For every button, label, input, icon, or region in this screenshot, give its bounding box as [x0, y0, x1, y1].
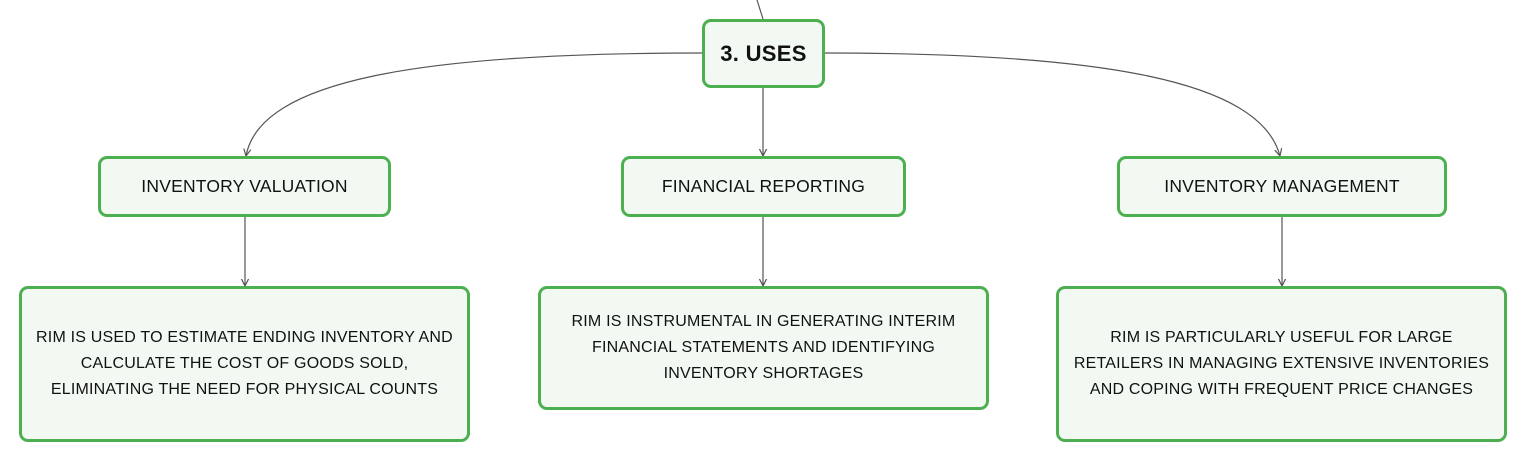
category-node-financial-reporting[interactable]: FINANCIAL REPORTING	[621, 156, 906, 217]
root-node[interactable]: 3. USES	[702, 19, 825, 88]
category-label: INVENTORY MANAGEMENT	[1164, 176, 1400, 196]
description-text: RIM IS PARTICULARLY USEFUL FOR LARGE RET…	[1073, 329, 1490, 398]
connector-root-to-inventory-management	[824, 52, 1280, 156]
root-node-label: 3. USES	[720, 40, 807, 66]
parent-connector	[756, 0, 764, 20]
description-node-inventory-valuation[interactable]: RIM IS USED TO ESTIMATE ENDING INVENTORY…	[19, 286, 470, 442]
category-node-inventory-management[interactable]: INVENTORY MANAGEMENT	[1117, 156, 1447, 217]
category-label: INVENTORY VALUATION	[141, 176, 348, 196]
category-label: FINANCIAL REPORTING	[661, 176, 866, 196]
description-text: RIM IS INSTRUMENTAL IN GENERATING INTERI…	[571, 313, 956, 382]
description-text: RIM IS USED TO ESTIMATE ENDING INVENTORY…	[36, 329, 453, 398]
connector-root-to-inventory-valuation	[246, 52, 703, 156]
description-node-inventory-management[interactable]: RIM IS PARTICULARLY USEFUL FOR LARGE RET…	[1056, 286, 1507, 442]
category-node-inventory-valuation[interactable]: INVENTORY VALUATION	[98, 156, 391, 217]
description-node-financial-reporting[interactable]: RIM IS INSTRUMENTAL IN GENERATING INTERI…	[538, 286, 989, 410]
